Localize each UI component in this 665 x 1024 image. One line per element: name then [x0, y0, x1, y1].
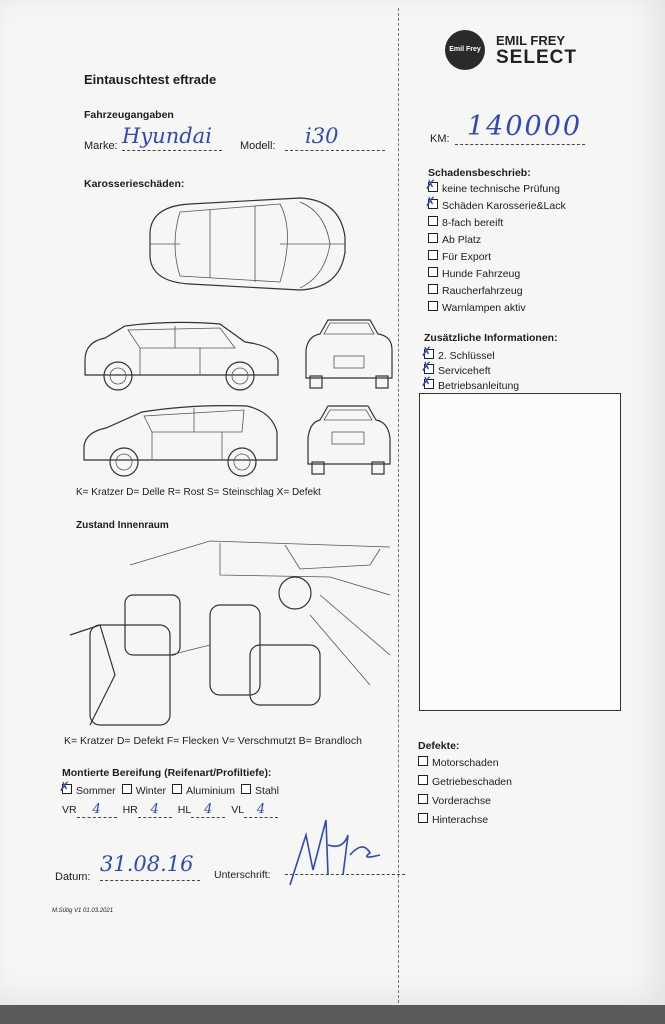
- damage-item-export[interactable]: Für Export: [428, 250, 566, 267]
- info-item-manual[interactable]: Betriebsanleitung: [421, 374, 519, 394]
- body-damage-legend: K= Kratzer D= Delle R= Rost S= Steinschl…: [76, 487, 321, 498]
- notes-box[interactable]: [419, 393, 621, 711]
- damage-item-smoker[interactable]: Raucherfahrzeug: [428, 284, 566, 301]
- additional-info-heading: Zusätzliche Informationen:: [424, 332, 558, 344]
- winter-checkbox[interactable]: [121, 784, 132, 794]
- column-divider: [398, 8, 399, 1003]
- tire-type-aluminium[interactable]: Aluminium: [172, 784, 235, 797]
- body-damage-heading: Karosserieschäden:: [84, 178, 185, 190]
- tire-type-winter[interactable]: Winter: [121, 784, 166, 797]
- signature-scribble: [289, 819, 381, 886]
- logo-line-1: EMIL FREY: [496, 33, 566, 48]
- logo-badge-icon: Emil Frey: [445, 30, 485, 70]
- vehicle-section-heading: Fahrzeugangaben: [84, 109, 174, 121]
- signature-field[interactable]: [285, 860, 405, 875]
- date-field[interactable]: 31.08.16: [100, 852, 200, 881]
- date-value: 31.08.16: [100, 852, 194, 876]
- car-side-view-left-sketch: [84, 321, 279, 391]
- damage-item-no-tech-check[interactable]: keine technische Prüfung: [425, 177, 566, 199]
- damage-item-warning-lights[interactable]: Warnlampen aktiv: [428, 301, 566, 318]
- defects-list: Motorschaden Getriebeschaden Vorderachse…: [418, 756, 512, 832]
- info-item-service-book[interactable]: Serviceheft: [421, 359, 519, 379]
- date-label: Datum:: [55, 871, 91, 883]
- damage-item-8-tires[interactable]: 8-fach bereift: [428, 216, 566, 233]
- tires-heading: Montierte Bereifung (Reifenart/Profiltie…: [62, 767, 272, 779]
- defect-item-gearbox[interactable]: Getriebeschaden: [418, 775, 512, 794]
- km-label: KM:: [430, 133, 450, 145]
- tire-type-row: Sommer Winter Aluminium Stahl: [59, 779, 279, 797]
- defects-heading: Defekte:: [418, 740, 460, 752]
- sommer-checkbox[interactable]: [59, 779, 72, 795]
- km-field[interactable]: 140000: [455, 111, 585, 145]
- logo-line-2: SELECT: [496, 47, 577, 68]
- car-rear-view-sketch: [307, 405, 391, 475]
- defect-item-engine[interactable]: Motorschaden: [418, 756, 512, 775]
- model-field[interactable]: i30: [285, 124, 385, 151]
- car-side-view-right-sketch: [83, 405, 278, 477]
- brand-label: Marke:: [84, 140, 118, 152]
- additional-info-list: 2. Schlüssel Serviceheft Betriebsanleitu…: [421, 344, 519, 394]
- defect-item-rear-axle[interactable]: Hinterachse: [418, 813, 512, 832]
- defect-item-front-axle[interactable]: Vorderachse: [418, 794, 512, 813]
- damage-item-body-paint[interactable]: Schäden Karosserie&Lack: [425, 194, 566, 216]
- damage-desc-heading: Schadensbeschrieb:: [428, 167, 531, 179]
- signature-label: Unterschrift:: [214, 869, 271, 881]
- model-value: i30: [305, 124, 339, 148]
- brand-field[interactable]: Hyundai: [122, 124, 222, 151]
- info-item-second-key[interactable]: 2. Schlüssel: [421, 344, 519, 364]
- car-top-view-sketch: [149, 197, 346, 291]
- km-value: 140000: [467, 111, 583, 142]
- interior-sketch: [69, 540, 391, 726]
- stahl-checkbox[interactable]: [241, 784, 252, 794]
- tire-type-stahl[interactable]: Stahl: [241, 784, 279, 797]
- damage-desc-list: keine technische Prüfung Schäden Karosse…: [425, 177, 566, 318]
- model-label: Modell:: [240, 140, 276, 152]
- aluminium-checkbox[interactable]: [172, 784, 183, 794]
- damage-item-dog-vehicle[interactable]: Hunde Fahrzeug: [428, 267, 566, 284]
- brand-value: Hyundai: [122, 124, 212, 148]
- car-front-view-sketch: [305, 319, 393, 389]
- damage-item-ab-platz[interactable]: Ab Platz: [428, 233, 566, 250]
- interior-legend: K= Kratzer D= Defekt F= Flecken V= Versc…: [64, 735, 362, 747]
- form-title: Eintauschtest eftrade: [84, 72, 217, 87]
- interior-heading: Zustand Innenraum: [76, 520, 169, 531]
- tire-type-sommer[interactable]: Sommer: [59, 779, 116, 797]
- form-version-footer: M.Sütig V1 01.03.2021: [52, 908, 114, 914]
